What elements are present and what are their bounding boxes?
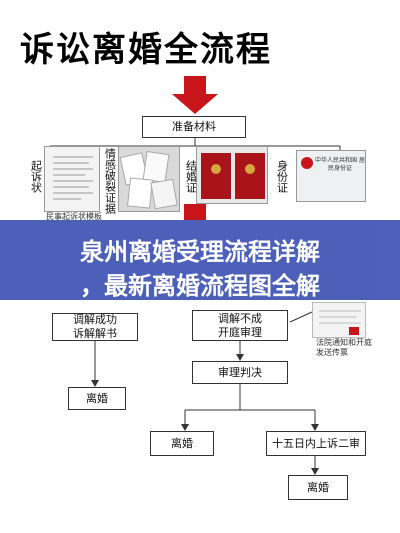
- document-lines-icon: [53, 156, 93, 200]
- mediate-success-box: 调解成功 诉解解书: [52, 313, 138, 341]
- court-notice-caption: 法院通知和开庭 发送传票: [316, 338, 372, 358]
- title-banner: 泉州离婚受理流程详解 ，最新离婚流程图全解: [0, 220, 400, 300]
- id-card-label: 身份证: [275, 160, 289, 193]
- banner-line-1: 泉州离婚受理流程详解: [80, 238, 320, 266]
- mediate-fail-box: 调解不成 开庭审理: [192, 310, 288, 341]
- id-card-header-text: 中华人民共和国 居民身份证: [315, 157, 365, 172]
- appeal-box: 十五日内上诉二审: [266, 431, 366, 456]
- id-card-image: 中华人民共和国 居民身份证: [296, 150, 366, 202]
- trial-judgment-box: 审理判决: [192, 361, 288, 384]
- scattered-papers-icon: [119, 151, 178, 210]
- page-title: 诉讼离婚全流程: [20, 30, 272, 70]
- red-certificate-icon: [201, 153, 265, 199]
- red-arrow-top: [172, 76, 218, 114]
- notice-document-icon: [319, 310, 361, 335]
- evidence-label: 情感破裂证据: [103, 148, 117, 214]
- complaint-document-image: [44, 146, 100, 212]
- divorce-final-box: 离婚: [288, 475, 348, 500]
- marriage-cert-label: 结婚证: [184, 160, 198, 193]
- red-arrow-middle: [184, 204, 206, 220]
- evidence-photos-image: [118, 146, 180, 212]
- national-emblem-icon: [301, 157, 313, 169]
- banner-line-2: ，最新离婚流程图全解: [80, 272, 320, 300]
- complaint-sample-caption: 民事起诉状模板: [46, 212, 102, 221]
- prepare-materials-box: 准备材料: [142, 116, 246, 138]
- complaint-label: 起诉状: [29, 160, 43, 193]
- divorce-middle-box: 离婚: [150, 431, 214, 456]
- marriage-certificate-image: [196, 146, 268, 204]
- divorce-left-box: 离婚: [68, 387, 126, 410]
- court-notice-image: [312, 302, 366, 338]
